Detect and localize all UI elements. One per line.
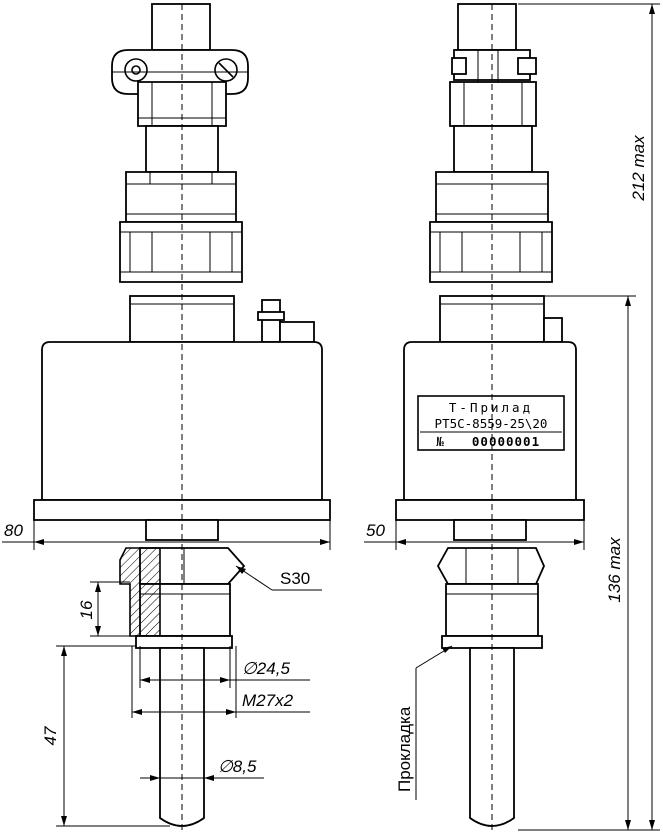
gasket-callout-label: Прокладка bbox=[395, 706, 414, 792]
right-housing-base bbox=[395, 499, 585, 521]
dim-16-label: 16 bbox=[77, 600, 96, 619]
dim-thread-spec-label: M27x2 bbox=[242, 691, 294, 710]
left-ground-terminal bbox=[261, 299, 281, 343]
left-collar-lower bbox=[119, 221, 243, 283]
nameplate-number-label: № bbox=[436, 434, 444, 449]
dimensions: 80 50 S30 16 ∅24,5 M27x2 bbox=[2, 3, 660, 831]
dim-probe-diameter-label: ∅8,5 bbox=[218, 757, 257, 776]
right-ground-terminal bbox=[543, 317, 563, 343]
right-connector-plug bbox=[457, 3, 517, 51]
dim-inner-diameter-label: ∅24,5 bbox=[242, 659, 290, 678]
left-section-hatch bbox=[119, 547, 161, 637]
dim-50-label: 50 bbox=[366, 521, 385, 540]
left-gasket bbox=[135, 635, 233, 649]
right-cable-nut bbox=[449, 81, 537, 127]
right-hex-fitting bbox=[436, 547, 545, 585]
right-neck bbox=[453, 125, 533, 173]
left-flange-screw-slot bbox=[218, 62, 234, 78]
dim-hex-label: S30 bbox=[280, 569, 310, 588]
left-ground-clamp bbox=[279, 321, 315, 343]
left-flange-screw bbox=[214, 58, 238, 82]
right-view: Т-Прилад РТ5С-8559-25\20 № 00000001 bbox=[395, 3, 585, 830]
left-view bbox=[33, 3, 331, 830]
left-flange-hole-left-inner bbox=[131, 65, 141, 75]
right-lock-nut bbox=[453, 519, 527, 541]
left-flange-hole-left bbox=[124, 58, 148, 82]
nameplate-number: 00000001 bbox=[472, 434, 540, 449]
dim-body-height-label: 136 max bbox=[605, 537, 624, 603]
nameplate-line1: Т-Прилад bbox=[449, 400, 533, 415]
right-collar-lower bbox=[429, 221, 553, 283]
dim-47-label: 47 bbox=[41, 726, 60, 745]
left-connector-plug bbox=[151, 3, 211, 51]
nameplate-line2: РТ5С-8559-25\20 bbox=[435, 416, 548, 431]
dim-80-label: 80 bbox=[4, 521, 23, 540]
dim-total-height-label: 212 max bbox=[629, 135, 648, 202]
nameplate bbox=[417, 395, 565, 451]
